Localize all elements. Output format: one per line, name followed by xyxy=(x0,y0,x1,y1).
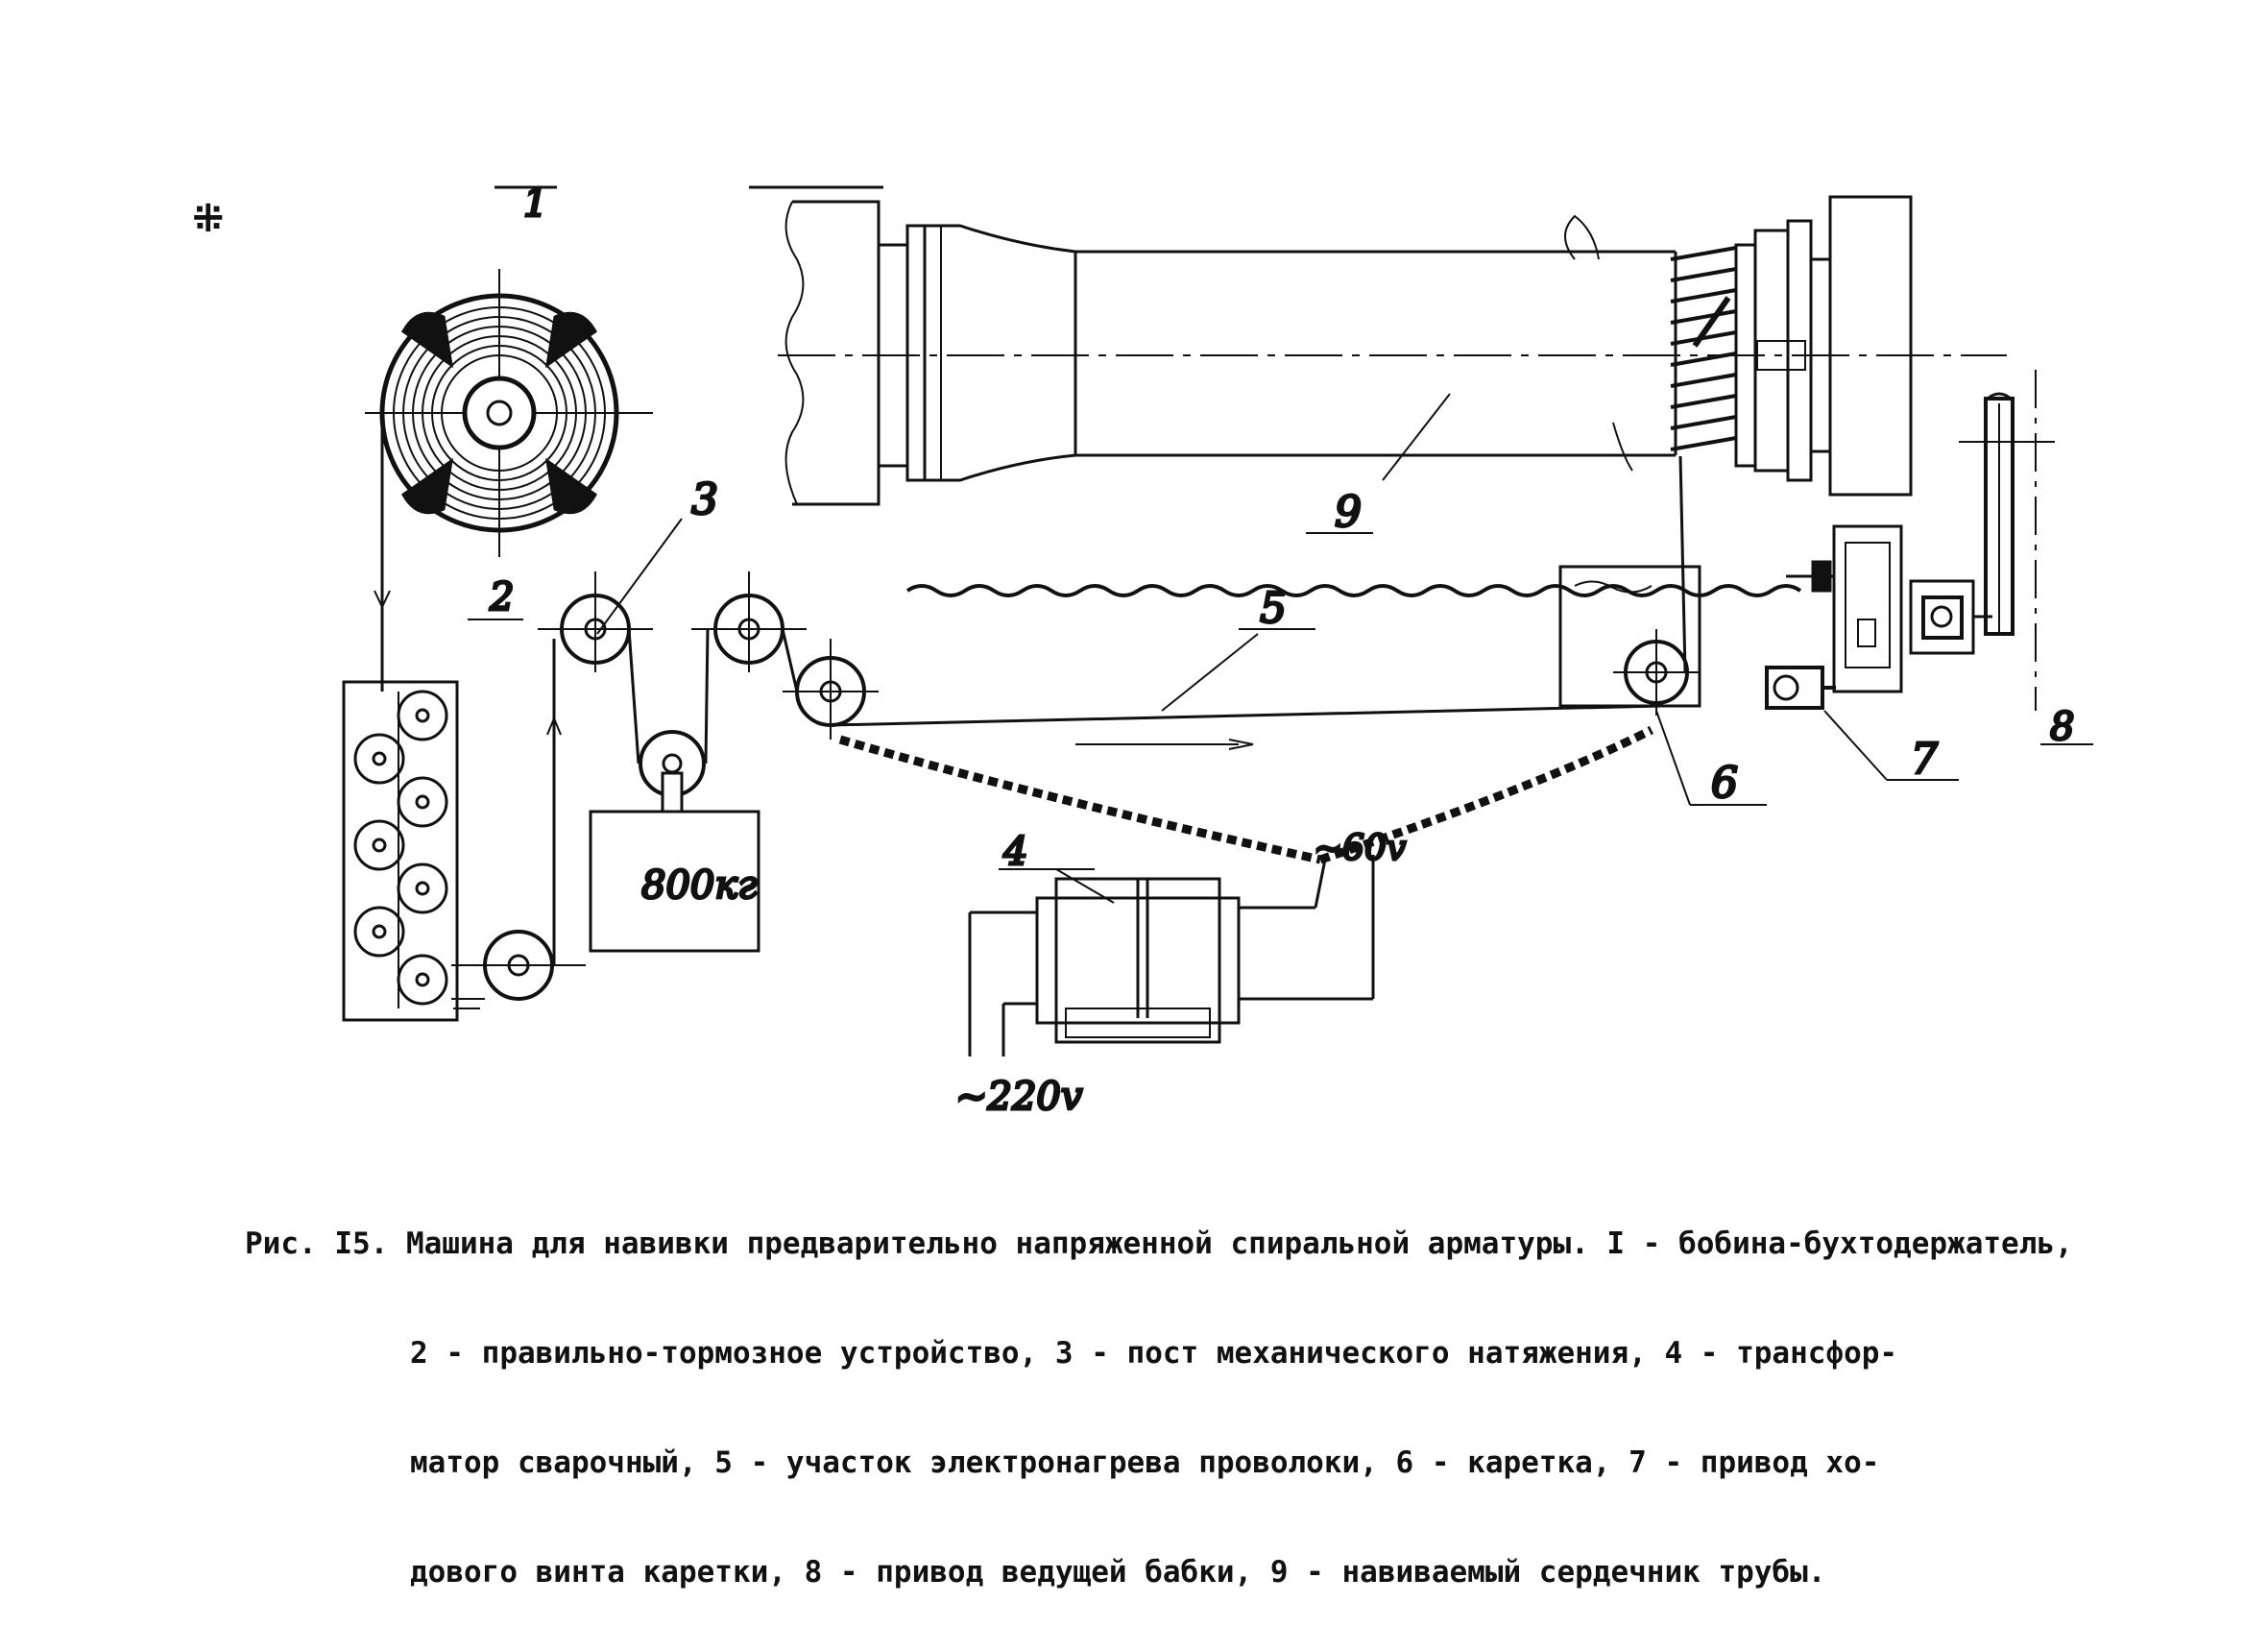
label-8: 8 xyxy=(2050,705,2074,749)
label-7: 7 xyxy=(1911,735,1938,784)
machine-diagram: 1 2 xyxy=(342,181,2093,1121)
caption-line-3: матор сварочный, 5 - участок электронагр… xyxy=(410,1445,1880,1480)
straightening-brake-device xyxy=(342,680,480,1022)
headstock-drive xyxy=(1909,370,2093,745)
lead-screw-drive xyxy=(1765,524,1959,781)
label-1: 1 xyxy=(523,182,547,226)
figure-caption: Рис. I5. Машина для навивки предваритель… xyxy=(245,1153,2073,1627)
welding-transformer xyxy=(968,855,1375,1056)
mechanical-tension-post xyxy=(451,518,879,1001)
label-4: 4 xyxy=(1002,830,1027,874)
pipe-core-mandrel xyxy=(749,185,2007,534)
carriage xyxy=(1558,455,1767,806)
voltage-220-label: ~220v xyxy=(955,1075,1083,1119)
label-5: 5 xyxy=(1260,584,1287,633)
label-2: 2 xyxy=(489,575,514,619)
weight-label: 800кг xyxy=(641,863,757,908)
caption-line-2: 2 - правильно-тормозное устройство, 3 - … xyxy=(410,1336,1898,1371)
voltage-60-label: ~60v xyxy=(1314,829,1406,868)
label-9: 9 xyxy=(1335,488,1362,537)
label-6: 6 xyxy=(1711,759,1738,808)
caption-line-1: Рис. I5. Машина для навивки предваритель… xyxy=(245,1226,2073,1261)
caption-line-4: дового винта каретки, 8 - привод ведущей… xyxy=(410,1555,1826,1590)
welded-wire-chain xyxy=(838,725,1654,864)
label-3: 3 xyxy=(691,475,718,524)
electric-heating-section xyxy=(830,584,1802,750)
bobbin-coil-holder xyxy=(365,185,653,692)
margin-mark: ⁜ xyxy=(192,197,225,241)
